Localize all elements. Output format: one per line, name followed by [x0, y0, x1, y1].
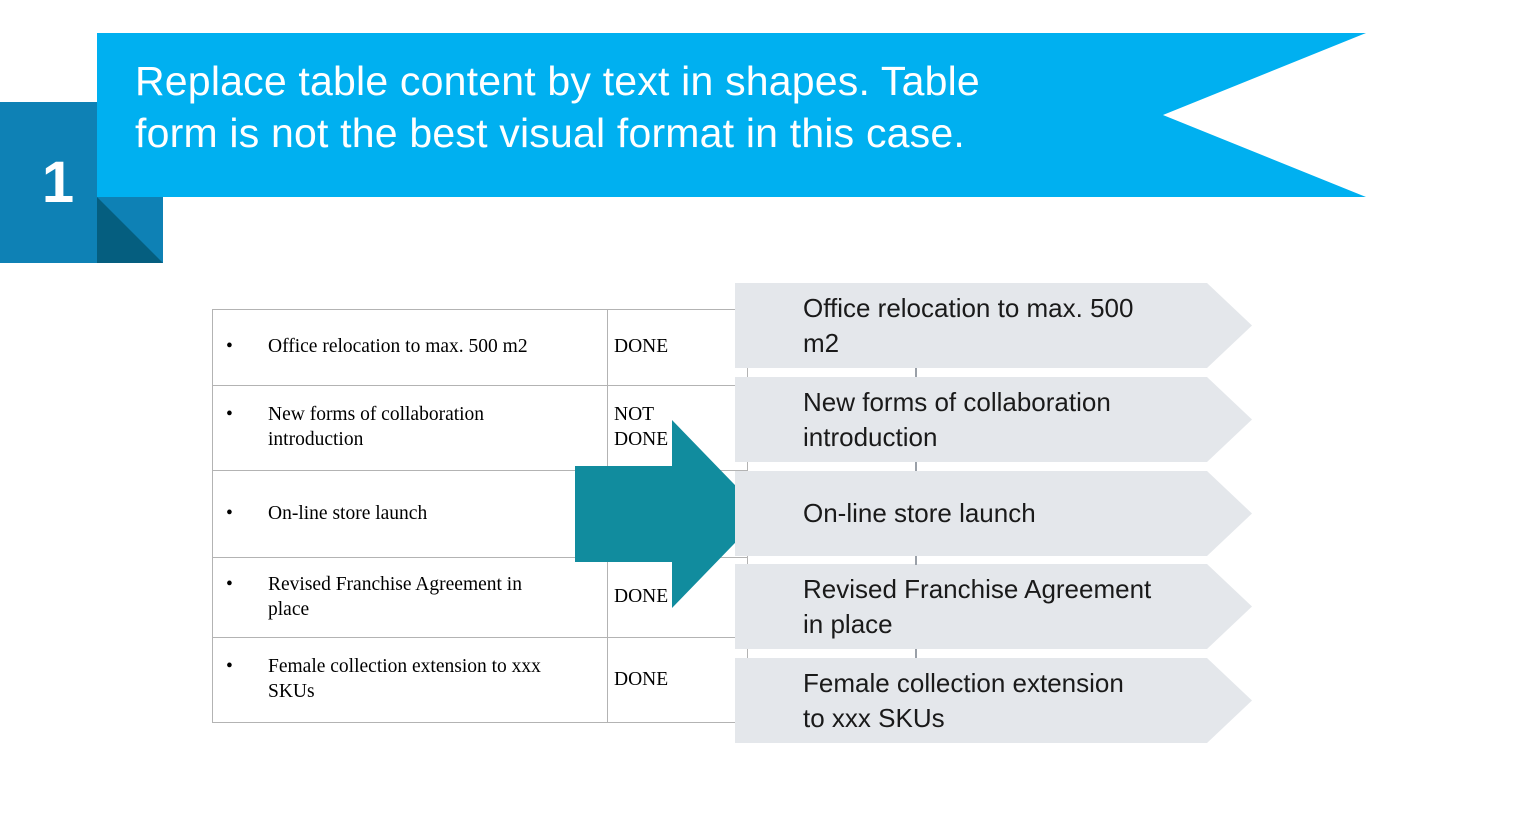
table-cell-item: • Female collection extension to xxx SKU… [212, 637, 608, 723]
chevron-label: Revised Franchise Agreement in place [803, 573, 1152, 639]
table-item-text: Office relocation to max. 500 m2 [268, 336, 528, 358]
table-item-text: Revised Franchise Agreement in place [268, 573, 522, 620]
table-cell-item: • Office relocation to max. 500 m2 [212, 309, 608, 386]
table-item-text: Female collection extension to xxx SKUs [268, 656, 541, 702]
slide-title: Replace table content by text in shapes.… [135, 58, 980, 157]
bullet-icon: • [226, 404, 233, 426]
bullet-icon: • [226, 573, 233, 595]
table-row: • Female collection extension to xxx SKU… [212, 637, 748, 723]
chevron-label: New forms of collaboration introduction [803, 386, 1111, 452]
table-row: • New forms of collaboration introductio… [212, 385, 748, 471]
table-cell-status: DONE [607, 637, 748, 723]
table-item-text: New forms of collaboration introduction [268, 404, 485, 450]
chevron-shape: Office relocation to max. 500 m2 [735, 283, 1252, 368]
bullet-icon: • [226, 336, 233, 358]
table-cell-item: • Revised Franchise Agreement in place [212, 557, 608, 638]
chevron-label: Office relocation to max. 500 m2 [803, 292, 1134, 358]
chevron-shape: Revised Franchise Agreement in place [735, 564, 1252, 649]
chevron-divider-tick [915, 556, 917, 565]
step-badge-number: 1 [41, 149, 74, 215]
chevron-divider-tick [915, 462, 917, 471]
chevron-shape: On-line store launch [735, 471, 1252, 556]
chevron-divider-tick [915, 368, 917, 377]
table-cell-item: • On-line store launch [212, 470, 608, 558]
chevron-divider-tick [915, 649, 917, 658]
table-row: • Revised Franchise Agreement in place D… [212, 557, 748, 638]
bullet-icon: • [226, 502, 233, 524]
bullet-icon: • [226, 656, 233, 678]
chevron-label: On-line store launch [803, 498, 1036, 529]
chevron-shape: New forms of collaboration introduction [735, 377, 1252, 462]
chevron-label: Female collection extension to xxx SKUs [803, 667, 1124, 733]
title-banner-ribbon [97, 33, 1366, 197]
table-cell-item: • New forms of collaboration introductio… [212, 385, 608, 471]
chevron-shape: Female collection extension to xxx SKUs [735, 658, 1252, 743]
table-cell-status: DONE [607, 309, 748, 386]
table-row: • Office relocation to max. 500 m2 DONE [212, 309, 748, 386]
table-item-text: On-line store launch [268, 502, 428, 524]
